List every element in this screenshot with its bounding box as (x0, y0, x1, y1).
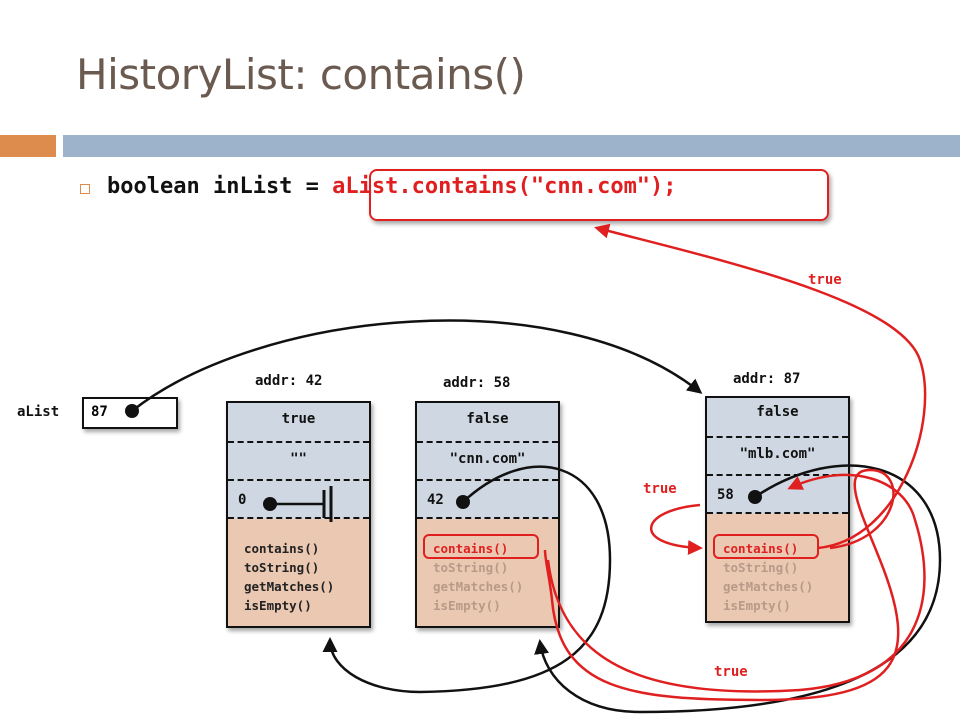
list-node-2: false "cnn.com" 42 contains() toString()… (415, 401, 560, 628)
list-node-1: true "" 0 contains() toString() getMatch… (226, 401, 371, 628)
pointer-node2-to-node1 (322, 465, 612, 694)
call-highlight-box (369, 169, 829, 221)
code-prefix: boolean inList = (107, 174, 333, 199)
node-3-method-active: contains() (723, 541, 799, 556)
variable-value: 87 (91, 404, 108, 420)
node-2-method: toString() (433, 560, 509, 575)
node-3-method: getMatches() (723, 579, 814, 594)
slide-title: HistoryList: contains() (76, 50, 526, 99)
node-2-flag: false (466, 411, 509, 427)
node-2-contains-highlight (423, 534, 539, 559)
node-2-next: 42 (427, 492, 444, 508)
return-arrow-node3-loop (650, 503, 703, 555)
node-2-next-cell: 42 (417, 479, 558, 519)
pointer-dot-node2 (456, 495, 470, 509)
title-bar-accent (0, 135, 56, 157)
return-label-top: true (808, 272, 842, 288)
node-2-addr: addr: 58 (443, 375, 511, 391)
node-3-next-cell: 58 (707, 474, 848, 514)
node-1-next-cell: 0 (228, 479, 369, 519)
variable-name: aList (17, 404, 60, 420)
node-1-method: isEmpty() (244, 598, 312, 613)
node-1-method: getMatches() (244, 579, 335, 594)
node-2-value: "cnn.com" (449, 451, 526, 467)
list-node-3: false "mlb.com" 58 contains() toString()… (705, 396, 850, 623)
node-3-method: toString() (723, 560, 799, 575)
node-2-method: getMatches() (433, 579, 524, 594)
node-2-value-cell: "cnn.com" (417, 441, 558, 479)
return-arrow-to-call (594, 223, 927, 550)
return-arrow-node2-to-node3 (546, 473, 926, 693)
node-2-method: isEmpty() (433, 598, 501, 613)
node-3-methods: contains() toString() getMatches() isEmp… (707, 514, 848, 621)
code-statement: boolean inList = aList.contains("cnn.com… (107, 174, 677, 199)
node-3-contains-highlight (713, 534, 819, 559)
node-1-flag-cell: true (228, 403, 369, 441)
node-3-method: isEmpty() (723, 598, 791, 613)
pointer-dot-node3 (748, 490, 762, 504)
node-1-flag: true (281, 411, 316, 427)
node-1-next: 0 (238, 492, 247, 508)
pointer-dot-alist (125, 404, 139, 418)
call-arrow-node3-to-node2 (543, 468, 900, 702)
node-2-flag-cell: false (417, 403, 558, 441)
node-1-addr: addr: 42 (255, 373, 323, 389)
node-1-method: contains() (244, 541, 320, 556)
node-1-value: "" (290, 451, 307, 467)
node-1-methods: contains() toString() getMatches() isEmp… (228, 519, 369, 626)
pointer-alist-to-node3 (131, 319, 703, 412)
return-label-mid: true (643, 481, 677, 497)
node-2-methods: contains() toString() getMatches() isEmp… (417, 519, 558, 626)
node-3-addr: addr: 87 (733, 371, 801, 387)
node-2-method-active: contains() (433, 541, 509, 556)
return-label-bottom: true (714, 664, 748, 680)
node-3-value: "mlb.com" (739, 446, 816, 462)
code-call: aList.contains("cnn.com"); (332, 174, 677, 199)
node-1-value-cell: "" (228, 441, 369, 479)
title-bar (63, 135, 960, 157)
node-3-flag: false (756, 404, 799, 420)
node-1-method: toString() (244, 560, 320, 575)
node-3-next: 58 (717, 487, 734, 503)
bullet-square-icon (80, 184, 90, 194)
null-pointer-icon (263, 486, 333, 522)
node-3-flag-cell: false (707, 398, 848, 436)
